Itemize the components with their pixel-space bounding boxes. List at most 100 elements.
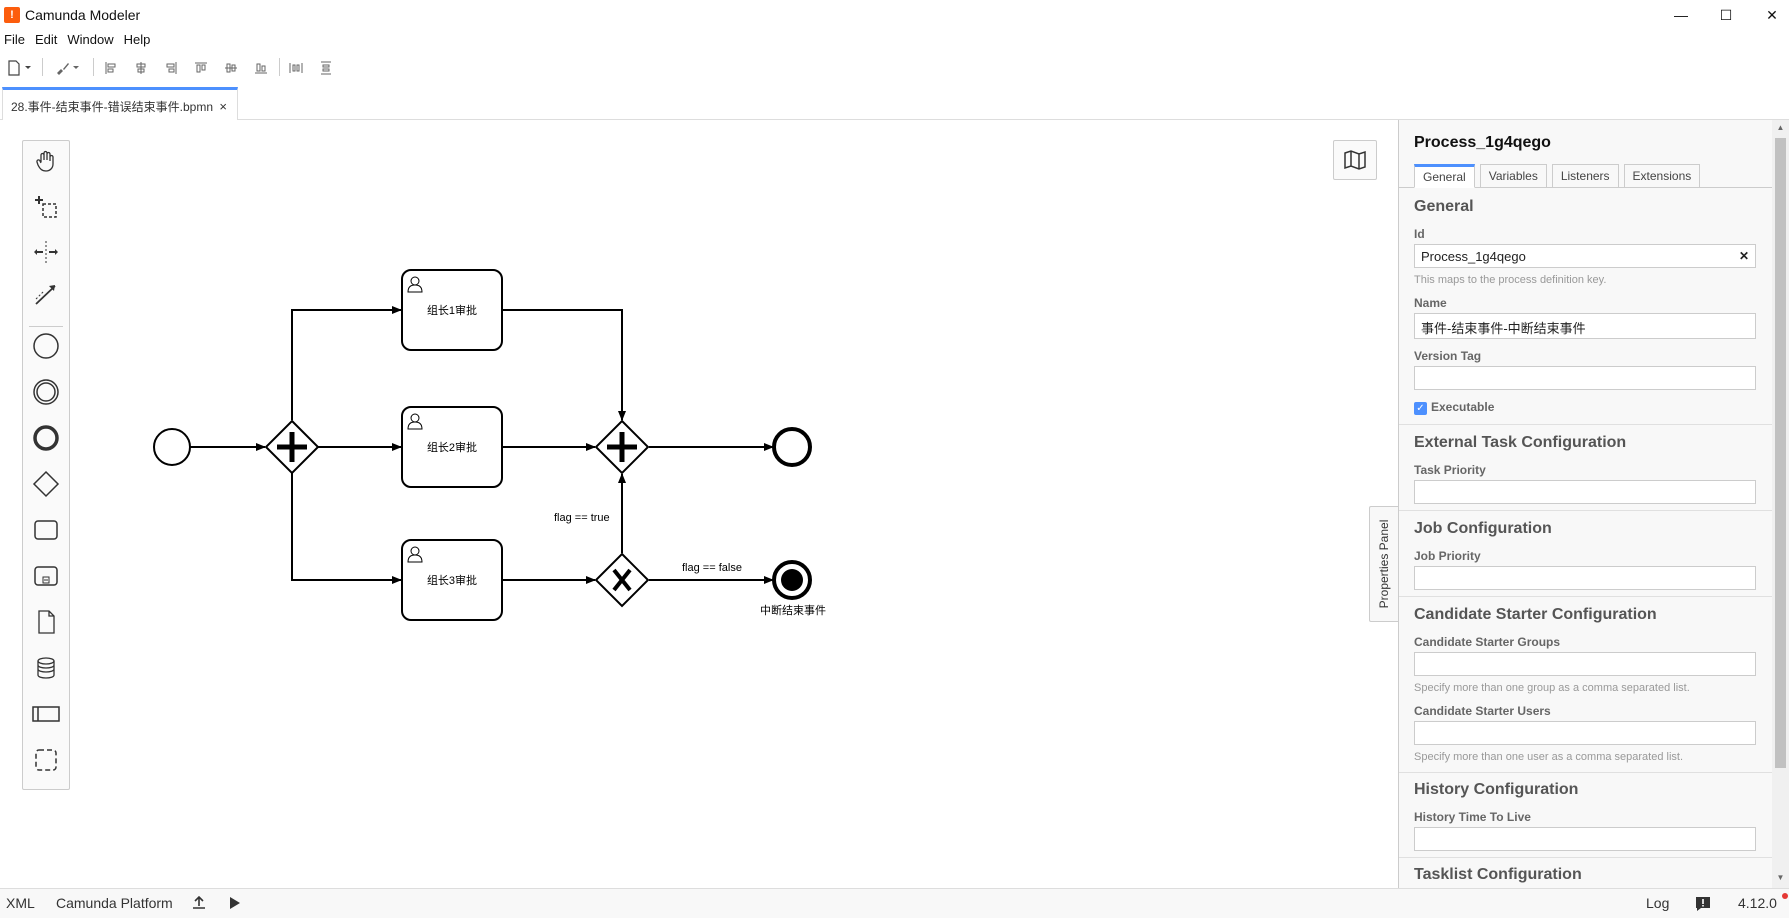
id-input-value: Process_1g4qego [1421,249,1526,264]
candidate-users-label: Candidate Starter Users [1414,704,1551,718]
distribute-horizontal-icon[interactable] [286,58,306,78]
start-event[interactable] [153,428,191,466]
user-icon [407,276,423,293]
close-window-button[interactable]: ✕ [1766,6,1778,23]
end-event-icon[interactable] [31,423,61,453]
align-bottom-icon[interactable] [251,58,271,78]
scroll-down-icon[interactable]: ▼ [1776,873,1785,882]
history-ttl-input[interactable] [1414,827,1756,851]
job-priority-input[interactable] [1414,566,1756,590]
id-input[interactable]: Process_1g4qego ✕ [1414,244,1756,268]
menu-window[interactable]: Window [67,32,114,47]
tab-bpmn-file[interactable]: 28.事件-结束事件-错误结束事件.bpmn × [2,87,238,120]
id-label: Id [1414,227,1425,241]
name-input-value: 事件-结束事件-中断结束事件 [1421,321,1586,336]
candidate-users-input[interactable] [1414,721,1756,745]
start-event-icon[interactable] [31,331,61,361]
task-icon[interactable] [31,515,61,545]
name-label: Name [1414,296,1447,310]
pool-icon[interactable] [31,699,61,729]
deploy-icon[interactable] [192,895,206,913]
properties-panel-toggle-label: Properties Panel [1377,519,1391,609]
platform-button[interactable]: Camunda Platform [56,895,173,911]
panel-scrollbar[interactable]: ▲ ▼ [1772,120,1789,888]
diagram-canvas[interactable]: 组长1审批 组长2审批 组长3审批 flag == true flag == f… [0,120,1398,888]
parallel-gateway-split[interactable] [264,419,320,475]
scroll-thumb[interactable] [1775,138,1786,768]
scroll-up-icon[interactable]: ▲ [1776,123,1785,132]
version-tag-label: Version Tag [1414,349,1482,363]
properties-panel: Process_1g4qego General Variables Listen… [1398,120,1772,888]
name-input[interactable]: 事件-结束事件-中断结束事件 [1414,313,1756,339]
tab-listeners[interactable]: Listeners [1551,164,1619,188]
align-top-icon[interactable] [191,58,211,78]
user-task-1[interactable] [401,269,503,351]
log-button[interactable]: Log [1646,895,1670,911]
paint-dropdown-icon[interactable] [70,58,82,78]
user-icon [407,546,423,563]
data-object-icon[interactable] [31,607,61,637]
hand-tool-icon[interactable] [31,146,61,176]
parallel-gateway-join[interactable] [594,419,650,475]
job-priority-label: Job Priority [1414,549,1481,563]
clear-id-icon[interactable]: ✕ [1738,249,1749,263]
menu-bar: File Edit Window Help [0,32,156,50]
candidate-groups-input[interactable] [1414,652,1756,676]
properties-panel-toggle[interactable]: Properties Panel [1369,506,1398,622]
user-task-3[interactable] [401,539,503,621]
space-tool-icon[interactable] [31,237,61,267]
tab-variables[interactable]: Variables [1479,164,1547,188]
end-event[interactable] [772,427,812,467]
toolbar [0,56,1789,80]
flow-to-task1[interactable] [291,306,402,420]
task1-label: 组长1审批 [427,303,477,317]
executable-checkbox[interactable]: ✓ [1414,402,1427,415]
menu-edit[interactable]: Edit [34,32,58,47]
version-tag-input[interactable] [1414,366,1756,390]
menu-help[interactable]: Help [123,32,151,47]
gateway-icon[interactable] [31,469,61,499]
intermediate-event-icon[interactable] [31,377,61,407]
align-left-icon[interactable] [101,58,121,78]
update-notification-dot [1782,893,1788,899]
subprocess-icon[interactable] [31,561,61,591]
tab-bar: 28.事件-结束事件-错误结束事件.bpmn × [0,87,1789,120]
flow-task1-join[interactable] [502,309,626,421]
minimap-toggle-button[interactable] [1333,140,1377,180]
data-store-icon[interactable] [31,653,61,683]
group-general-title: General [1414,198,1474,215]
flow-to-task3[interactable] [291,473,402,584]
group-icon[interactable] [31,745,61,775]
bpmn-diagram: 组长1审批 组长2审批 组长3审批 flag == true flag == f… [153,269,826,621]
candidate-users-description: Specify more than one user as a comma se… [1414,751,1684,763]
exclusive-gateway[interactable] [594,552,650,608]
align-center-icon[interactable] [131,58,151,78]
align-right-icon[interactable] [161,58,181,78]
minimize-button[interactable]: — [1674,7,1688,23]
task-priority-label: Task Priority [1414,463,1486,477]
tool-palette [22,140,70,790]
task-priority-input[interactable] [1414,480,1756,504]
close-tab-icon[interactable]: × [219,99,227,114]
lasso-tool-icon[interactable] [31,192,61,222]
new-file-dropdown-icon[interactable] [22,58,34,78]
task3-label: 组长3审批 [427,573,477,587]
new-file-icon[interactable] [4,58,24,78]
xml-button[interactable]: XML [6,895,35,911]
group-tasklist-title: Tasklist Configuration [1414,866,1582,883]
global-connect-tool-icon[interactable] [31,279,61,309]
maximize-button[interactable]: ☐ [1719,6,1733,23]
run-icon[interactable] [229,896,241,913]
tab-general[interactable]: General [1414,164,1475,188]
candidate-groups-description: Specify more than one group as a comma s… [1414,682,1690,694]
paint-brush-icon[interactable] [52,58,72,78]
group-external-task-title: External Task Configuration [1414,434,1627,451]
distribute-vertical-icon[interactable] [316,58,336,78]
feedback-icon[interactable] [1694,895,1712,916]
terminate-end-event[interactable] [772,560,812,600]
user-task-2[interactable] [401,406,503,488]
panel-title: Process_1g4qego [1414,134,1551,151]
menu-file[interactable]: File [4,32,25,47]
tab-extensions[interactable]: Extensions [1623,164,1701,188]
align-middle-icon[interactable] [221,58,241,78]
